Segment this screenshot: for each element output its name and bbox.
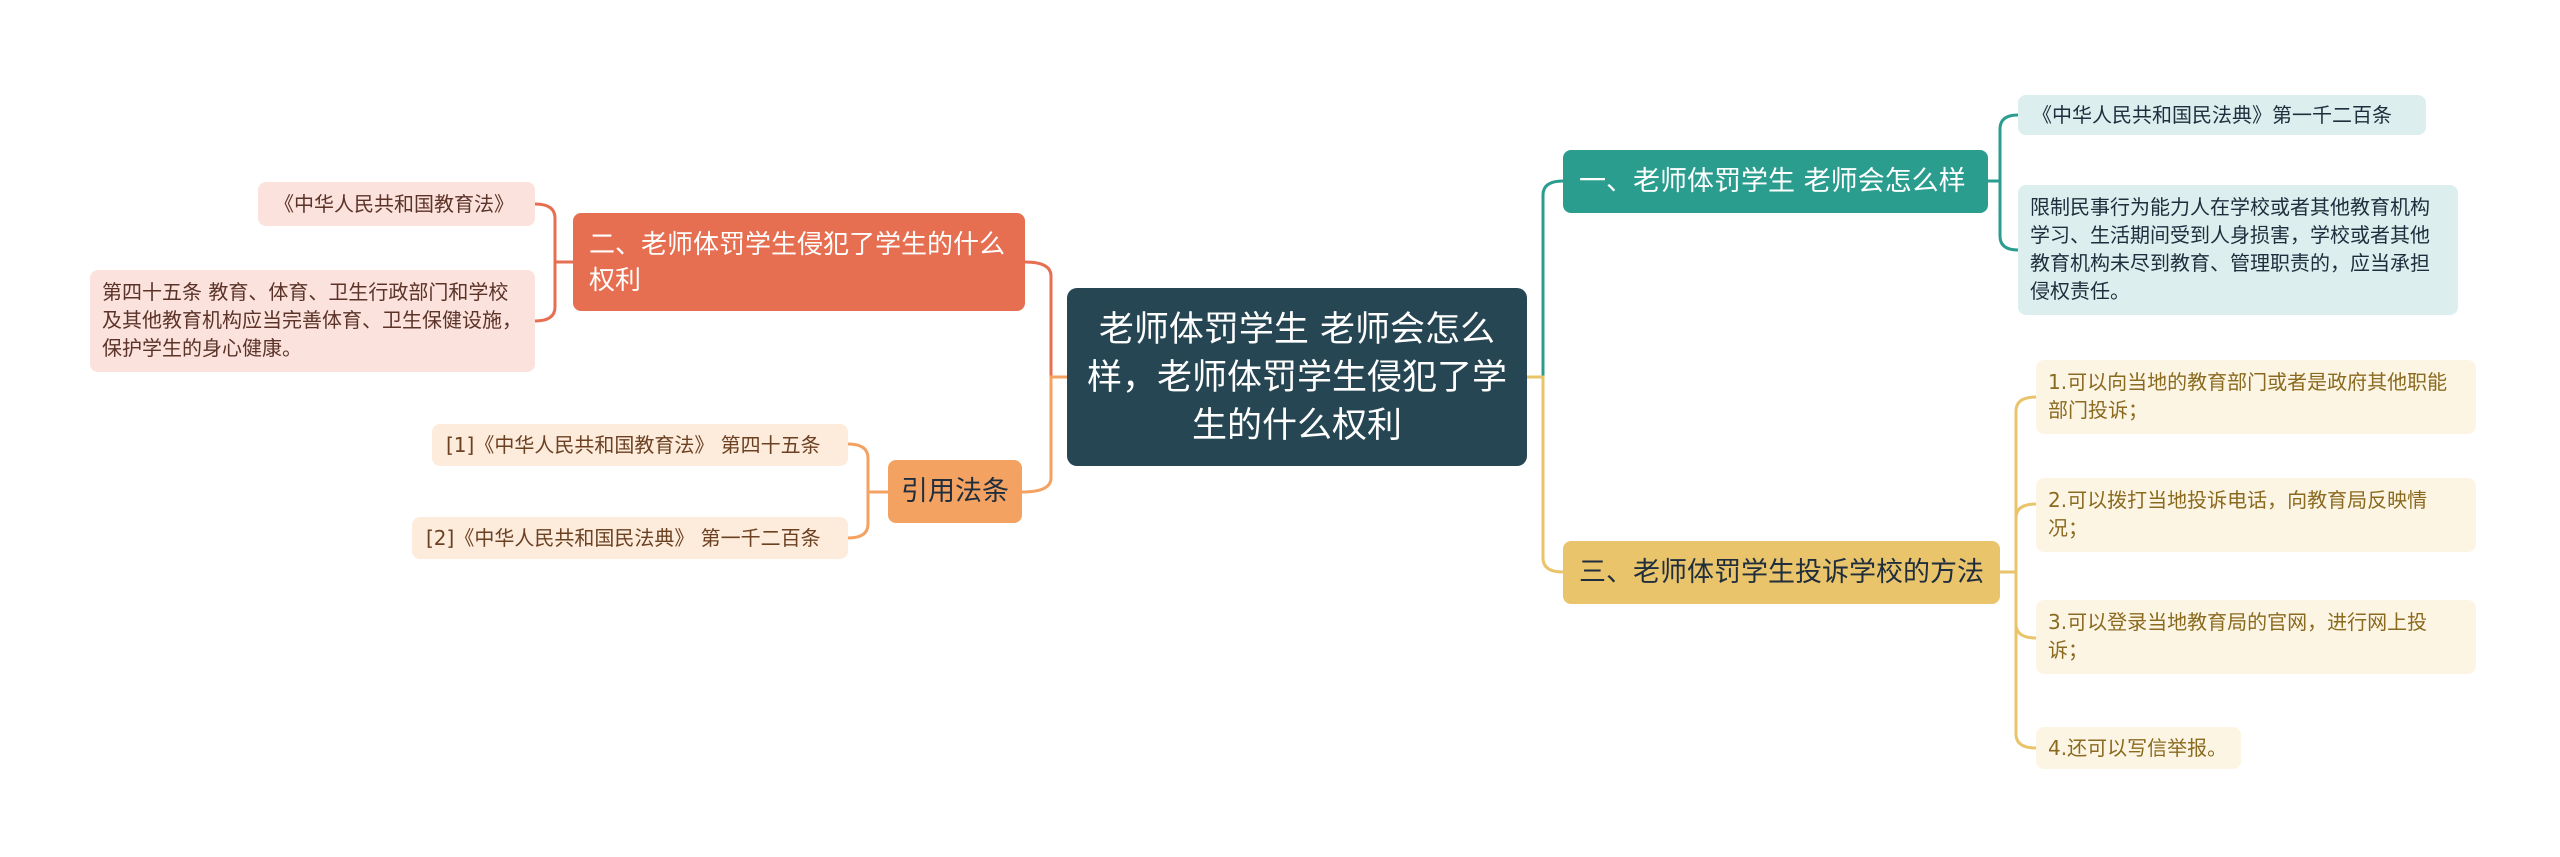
branch-complaint-methods[interactable]: 三、老师体罚学生投诉学校的方法 [1563,541,2000,604]
branch-consequences[interactable]: 一、老师体罚学生 老师会怎么样 [1563,150,1988,213]
leaf-method-2[interactable]: 2.可以拨打当地投诉电话，向教育局反映情况； [2036,478,2476,552]
leaf-civil-code-text[interactable]: 限制民事行为能力人在学校或者其他教育机构学习、生活期间受到人身损害，学校或者其他… [2018,185,2458,315]
root-topic[interactable]: 老师体罚学生 老师会怎么样，老师体罚学生侵犯了学生的什么权利 [1067,288,1527,466]
leaf-method-1[interactable]: 1.可以向当地的教育部门或者是政府其他职能部门投诉； [2036,360,2476,434]
leaf-citation-2[interactable]: [2]《中华人民共和国民法典》 第一千二百条 [412,517,848,559]
leaf-education-law-ref[interactable]: 《中华人民共和国教育法》 [258,182,535,226]
leaf-education-law-text[interactable]: 第四十五条 教育、体育、卫生行政部门和学校及其他教育机构应当完善体育、卫生保健设… [90,270,535,372]
branch-cited-laws[interactable]: 引用法条 [888,460,1022,523]
leaf-civil-code-ref[interactable]: 《中华人民共和国民法典》第一千二百条 [2018,95,2426,135]
leaf-method-4[interactable]: 4.还可以写信举报。 [2036,727,2241,769]
branch-rights-violated[interactable]: 二、老师体罚学生侵犯了学生的什么权利 [573,213,1025,311]
leaf-method-3[interactable]: 3.可以登录当地教育局的官网，进行网上投诉； [2036,600,2476,674]
leaf-citation-1[interactable]: [1]《中华人民共和国教育法》 第四十五条 [432,424,848,466]
